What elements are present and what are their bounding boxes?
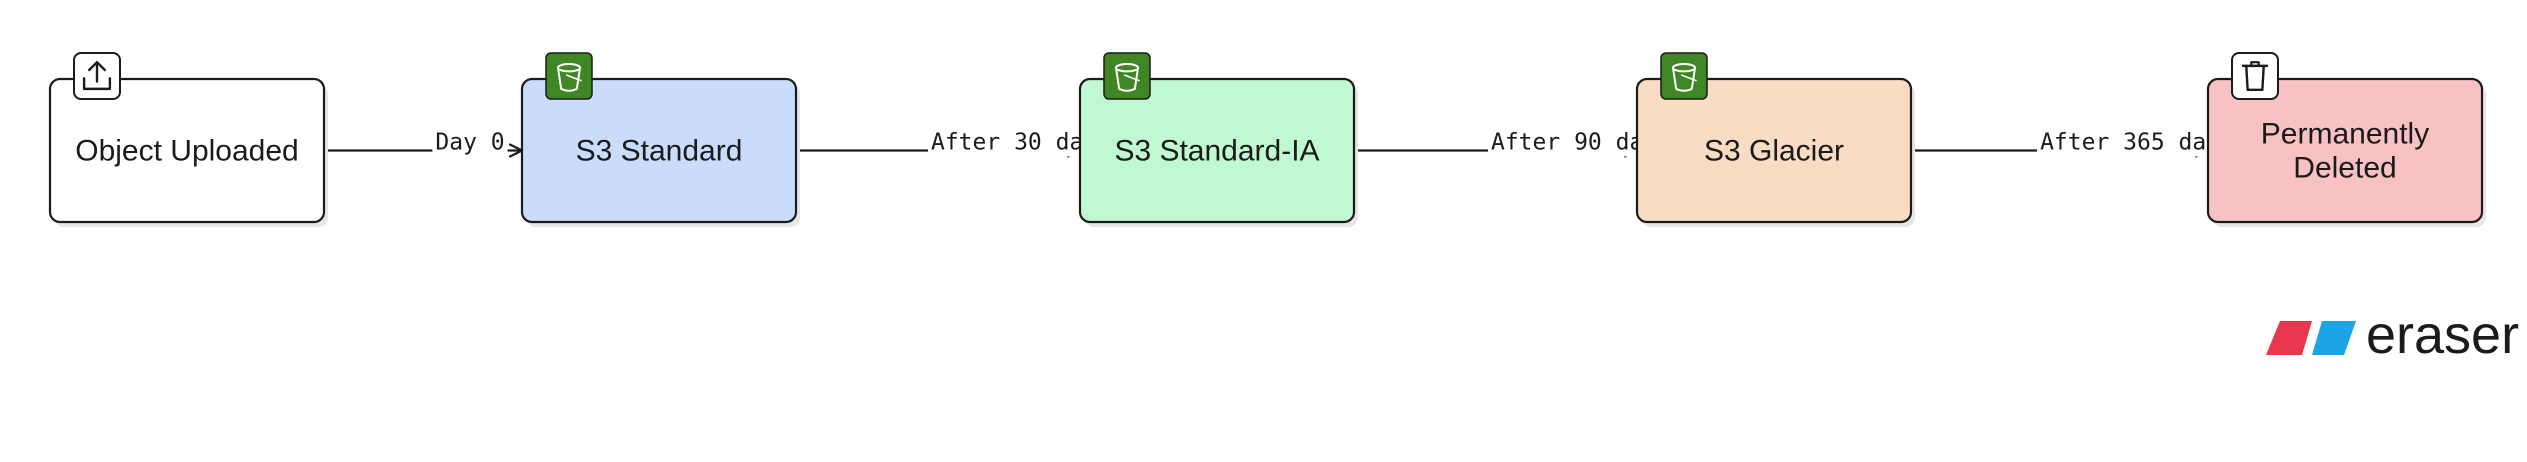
node-standard[interactable]: S3 Standard [520,52,800,227]
edge-label: Day 0 [435,130,504,156]
node-label: S3 Glacier [1704,135,1844,168]
node-glacier[interactable]: S3 Glacier [1635,52,1915,227]
node-box [1078,77,1356,224]
node-box [2206,77,2484,224]
s3-bucket-body [1671,67,1697,92]
node-box [520,77,798,224]
trash-handle [2250,61,2260,66]
s3-bucket-handle [1680,74,1697,82]
trash-can [2245,65,2265,91]
upload-tray [82,77,112,91]
node-label: S3 Standard-IA [1114,135,1319,168]
edge-label: After 365 days [2040,130,2234,156]
node-box [48,77,326,224]
upload-arrow-head [87,61,107,72]
node-standard-ia[interactable]: S3 Standard-IA [1078,52,1358,227]
eraser-logo: eraser [2266,305,2519,365]
node-box [1635,77,1913,224]
s3-bucket-body [1114,67,1140,92]
node-uploaded[interactable]: Object Uploaded [48,52,328,227]
node-label: Object Uploaded [75,135,298,168]
eraser-logo-text: eraser [2366,305,2519,365]
trash-icon-bg [2231,52,2279,100]
edge-label-bg [2037,128,2237,157]
node-label: Deleted [2293,152,2396,185]
s3-bucket-icon [545,52,593,100]
edge-standard-to-standard-ia: After 30 days [796,128,1115,157]
nodes-layer: Object Uploaded S3 Standard S3 Standard-IA… [48,52,2486,227]
node-label: S3 Standard [576,135,743,168]
eraser-logo-blue-shape [2312,321,2356,355]
eraser-logo-red-shape [2266,321,2312,355]
s3-bucket-handle [1123,74,1140,82]
edge-glacier-to-deleted: After 365 days [1911,128,2237,157]
s3-bucket-icon [1660,52,1708,100]
edge-uploaded-to-standard: Day 0 [324,128,521,157]
s3-bucket-icon [1103,52,1151,100]
upload-icon [73,52,121,100]
edge-label-bg [432,128,508,157]
s3-bucket-handle [565,74,582,82]
edge-standard-ia-to-glacier: After 90 days [1354,128,1675,157]
node-label: Permanently [2261,118,2429,151]
s3-bucket-body [556,67,582,92]
trash-icon [2231,52,2279,100]
